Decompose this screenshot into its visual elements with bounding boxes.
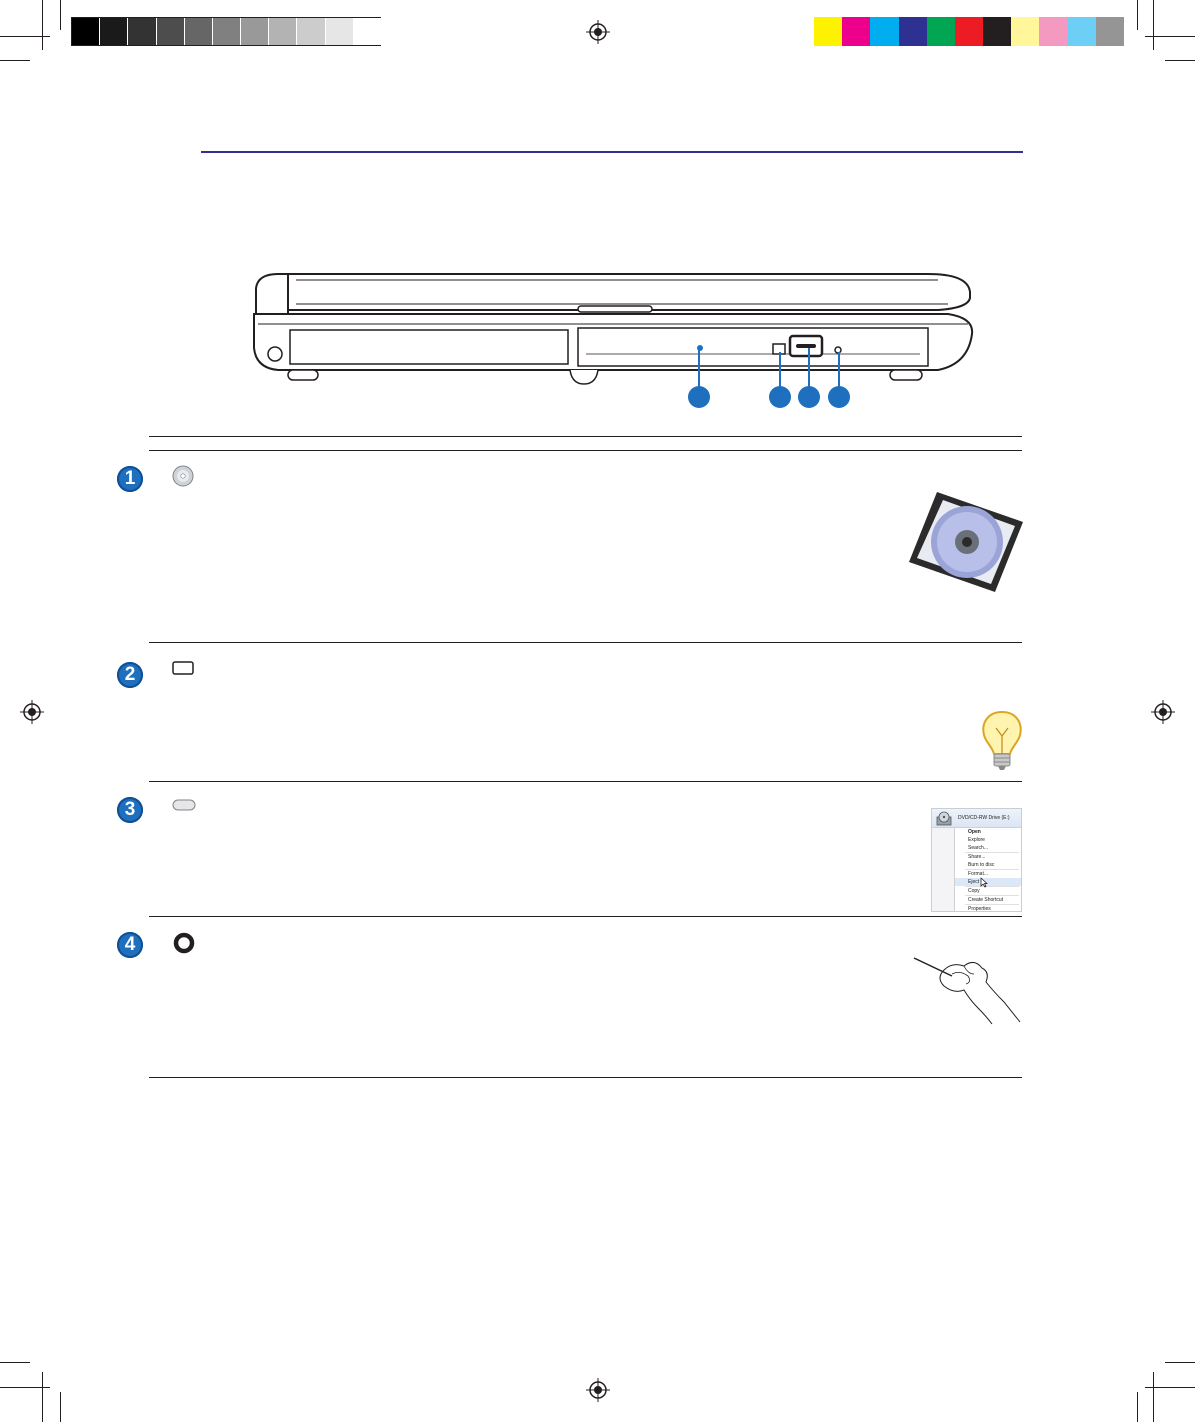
menu-item-burn-to-disc: Burn to disc [968, 862, 995, 868]
callout-leader [698, 350, 700, 392]
callout-marker [828, 386, 850, 408]
crop-mark [60, 1392, 61, 1422]
color-swatch [870, 17, 899, 46]
color-swatch [156, 18, 185, 45]
color-swatch [100, 18, 129, 45]
section-number-badge: 1 [117, 466, 143, 492]
menu-item-open: Open [968, 829, 981, 835]
callout-leader [779, 352, 781, 392]
crop-mark [1153, 0, 1154, 50]
context-menu-title: DVD/CD-RW Drive (E:) [932, 809, 1021, 828]
table-rule [149, 1077, 1022, 1078]
table-rule [149, 436, 1022, 437]
menu-item-create-shortcut: Create Shortcut [968, 897, 1004, 903]
crop-mark [1145, 1387, 1195, 1388]
crop-mark [1165, 1362, 1195, 1363]
menu-item-format: Format... [968, 871, 989, 877]
hand-with-pin-image [913, 957, 1021, 1025]
crop-mark [1165, 60, 1195, 61]
crop-mark [0, 60, 30, 61]
callout-leader [808, 348, 810, 392]
section-number-badge: 3 [117, 797, 143, 823]
menu-item-share: Share... [968, 854, 986, 860]
menu-item-properties: Properties [968, 906, 991, 912]
callout-leader [838, 352, 840, 392]
cd-case-image [909, 492, 1023, 592]
menu-separator [965, 886, 1019, 887]
table-rule [149, 450, 1022, 451]
section-number-badge: 2 [117, 662, 143, 688]
color-swatch [1011, 17, 1040, 46]
electronic-eject-button-icon [172, 799, 196, 811]
color-swatch [926, 17, 955, 46]
color-swatch [1095, 17, 1124, 46]
crop-mark [1145, 36, 1195, 37]
table-rule [149, 781, 1022, 782]
section-number-badge: 4 [117, 932, 143, 958]
light-bulb-image [982, 710, 1022, 770]
color-swatch [1039, 17, 1068, 46]
color-swatch [1067, 17, 1096, 46]
registration-mark-icon [20, 700, 44, 724]
crop-mark [1153, 1372, 1154, 1422]
menu-item-eject: Eject [955, 878, 1021, 886]
color-swatch [353, 18, 382, 45]
crop-mark [60, 0, 61, 30]
color-swatch [72, 18, 101, 45]
drive-activity-indicator-icon [172, 661, 194, 675]
optical-drive-icon [936, 811, 952, 826]
laptop-side-view-illustration [253, 273, 974, 385]
color-calibration-bar [814, 17, 1124, 46]
color-swatch [814, 17, 843, 46]
color-swatch [212, 18, 242, 45]
optical-disc-icon [172, 465, 194, 487]
color-swatch [983, 17, 1012, 46]
menu-separator [965, 904, 1019, 905]
color-swatch [954, 17, 984, 46]
header-rule [201, 151, 1023, 153]
color-swatch [842, 17, 871, 46]
menu-item-search: Search... [968, 845, 989, 851]
table-rule [149, 916, 1022, 917]
crop-mark [1137, 0, 1138, 30]
emergency-eject-hole-icon [173, 932, 195, 954]
crop-mark [1137, 1392, 1138, 1422]
color-swatch [297, 18, 326, 45]
crop-mark [42, 0, 43, 50]
crop-mark [42, 1372, 43, 1422]
registration-mark-icon [586, 20, 610, 44]
crop-mark [0, 36, 50, 37]
callout-marker [769, 386, 791, 408]
registration-mark-icon [586, 1378, 610, 1402]
color-swatch [269, 18, 298, 45]
callout-marker [688, 386, 710, 408]
menu-item-explore: Explore [968, 837, 985, 843]
color-swatch [325, 18, 354, 45]
menu-separator [965, 895, 1019, 896]
color-swatch [184, 18, 213, 45]
registration-mark-icon [1151, 700, 1175, 724]
color-swatch [898, 17, 927, 46]
menu-item-copy: Copy [968, 888, 980, 894]
table-rule [149, 642, 1022, 643]
callout-marker [798, 386, 820, 408]
menu-separator [965, 852, 1019, 853]
mouse-cursor-icon [980, 877, 988, 888]
grayscale-calibration-bar [71, 17, 382, 46]
color-swatch [241, 18, 270, 45]
color-swatch [128, 18, 157, 45]
menu-separator [965, 869, 1019, 870]
crop-mark [0, 1387, 50, 1388]
crop-mark [0, 1362, 30, 1363]
